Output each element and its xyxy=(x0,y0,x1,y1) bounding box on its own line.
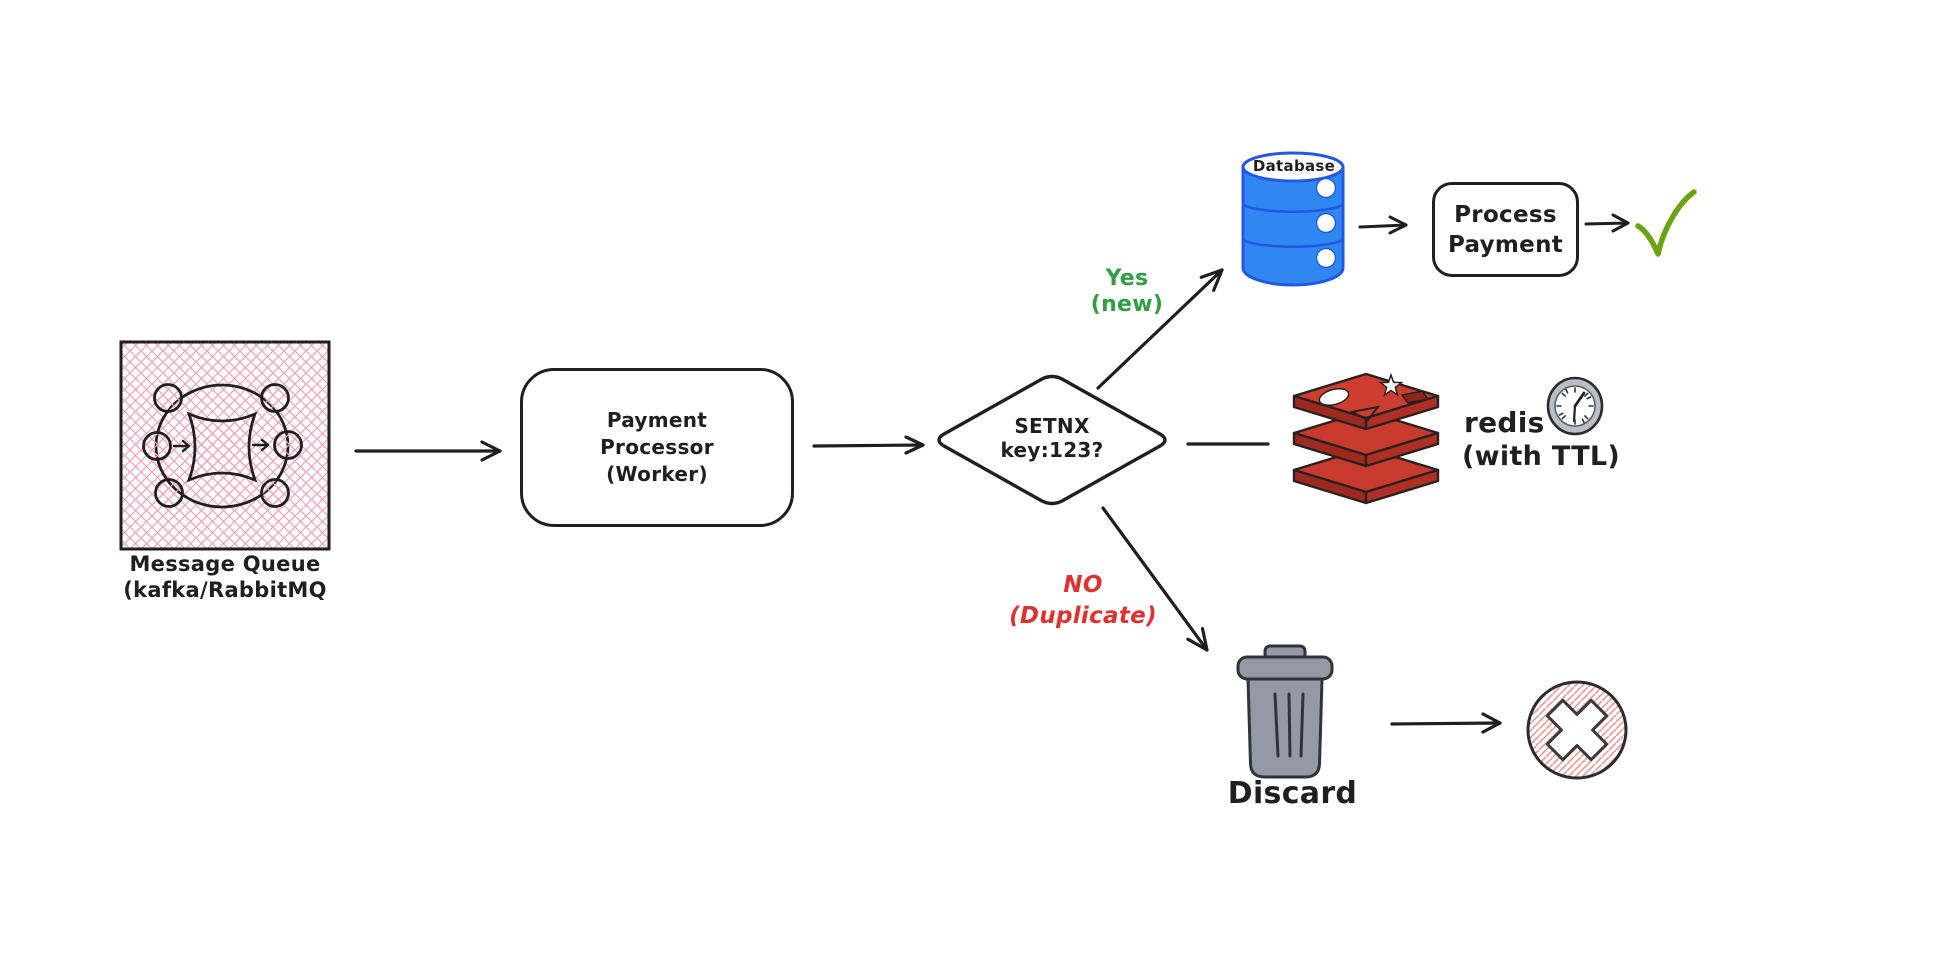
decision-diamond xyxy=(937,374,1167,506)
redis-triangle-cutout xyxy=(1348,405,1381,422)
redis-ellipse-cutout xyxy=(1318,388,1350,406)
arrow-discard-to-failure xyxy=(1390,712,1502,734)
no-label-line1: NO xyxy=(1063,572,1103,598)
message-queue-label-line2: (kafka/RabbitMQ xyxy=(123,578,327,602)
yes-branch-label: Yes (new) xyxy=(1082,266,1172,318)
x-circle-icon xyxy=(1526,680,1628,780)
payment-processor-node: Payment Processor (Worker) xyxy=(520,368,794,527)
trash-icon xyxy=(1236,644,1334,779)
arrow-processor-to-decision xyxy=(812,435,925,455)
message-queue-label: Message Queue (kafka/RabbitMQ xyxy=(105,551,345,603)
arrow-queue-to-processor xyxy=(354,440,502,462)
no-branch-label: NO (Duplicate) xyxy=(998,570,1168,632)
arrow-process-to-success xyxy=(1584,213,1630,233)
redis-icon xyxy=(1292,372,1440,505)
process-payment-line1: Process xyxy=(1454,201,1557,228)
arrow-yes-branch xyxy=(1096,268,1224,390)
redis-label: redis xyxy=(1464,406,1545,439)
payment-processor-line3: (Worker) xyxy=(606,462,708,486)
process-payment-node: Process Payment xyxy=(1432,182,1579,277)
message-queue-label-line1: Message Queue xyxy=(129,552,321,576)
redis-ttl-label: (with TTL) xyxy=(1462,441,1621,472)
clock-icon xyxy=(1546,376,1604,436)
database-label: Database xyxy=(1252,157,1336,175)
process-payment-line2: Payment xyxy=(1447,231,1564,258)
checkmark-icon xyxy=(1635,189,1697,257)
yes-label-line1: Yes xyxy=(1105,266,1149,291)
payment-processor-line2: Processor xyxy=(600,435,714,459)
x-cross-shape xyxy=(1545,698,1609,762)
discard-label: Discard xyxy=(1227,776,1358,811)
arrow-no-branch xyxy=(1101,506,1209,652)
decision-label-line2: key:123? xyxy=(1000,438,1104,462)
redis-square-cutout xyxy=(1400,390,1430,404)
database-icon xyxy=(1241,151,1345,287)
line-decision-to-redis xyxy=(1186,442,1270,446)
no-label-line2: (Duplicate) xyxy=(1009,603,1157,629)
payment-processor-line1: Payment xyxy=(606,408,708,432)
message-queue-icon xyxy=(119,340,331,551)
yes-label-line2: (new) xyxy=(1090,292,1164,317)
decision-label: SETNX key:123? xyxy=(952,414,1152,462)
arrow-database-to-process xyxy=(1358,215,1408,235)
redis-star-cutout xyxy=(1378,372,1404,397)
decision-label-line1: SETNX xyxy=(1014,414,1090,438)
